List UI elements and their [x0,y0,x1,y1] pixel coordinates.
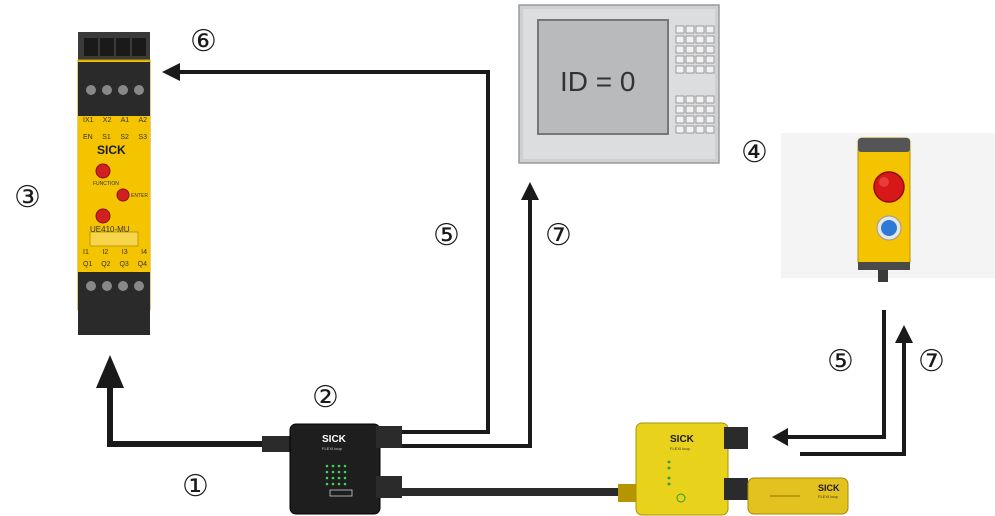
step-label-5-mid: ⑤ [433,218,460,253]
hmi-display-text: ID = 0 [560,66,636,97]
terminal-label: EN [83,134,93,141]
sensor-brand: SICK [818,483,840,493]
relay-enter-label: ENTER [131,193,148,199]
terminal-label: Q1 [83,261,93,268]
terminal-label: A1 [120,117,130,124]
arrowhead-step-6 [162,63,180,81]
arrowhead-step-7-right [895,325,913,343]
relay-model: UE410-MU [90,225,130,234]
relay-top-terminals: IX1 X2 A1 A2 [83,117,147,124]
terminal-label: A2 [138,117,147,124]
terminal-label: I2 [102,249,109,256]
terminal-label: I1 [83,249,89,256]
terminal-label: I3 [121,249,128,256]
terminal-label: S3 [138,134,147,141]
relay-brand-logo: SICK [97,143,126,157]
step-label-4: ④ [741,135,768,170]
terminal-label: Q2 [101,261,111,268]
step-label-7-right: ⑦ [918,344,945,379]
relay-bottom-terminals-row1: I1 I2 I3 I4 [83,249,147,256]
step-label-5-right: ⑤ [827,344,854,379]
arrowhead-step-5-right [772,428,788,446]
sensor-sub: FLEXI loop [818,494,838,499]
arrow-step-5-right [785,310,886,439]
flexi-yellow-brand: SICK [670,434,694,445]
terminal-label: Q4 [137,261,147,268]
flexi-black-brand: SICK [322,434,346,445]
terminal-label: Q3 [119,261,129,268]
step-label-1: ① [182,469,209,504]
arrow-step-6 [175,70,490,434]
terminal-label: I4 [141,249,147,256]
arrow-step-1 [107,385,300,447]
relay-bottom-terminals-row2: Q1 Q2 Q3 Q4 [83,261,147,268]
terminal-label: X2 [102,117,112,124]
arrowhead-step-7 [521,182,539,200]
terminal-label: S1 [102,134,111,141]
flexi-yellow-sub: FLEXI loop [670,446,690,451]
step-label-6: ⑥ [190,24,217,59]
step-label-3: ③ [14,180,41,215]
relay-top-terminals-row2: EN S1 S2 S3 [83,134,147,141]
relay-function-label: FUNCTION [93,181,119,187]
step-label-2: ② [312,380,339,415]
terminal-label: S2 [120,134,129,141]
terminal-label: IX1 [83,117,94,124]
arrow-step-7 [400,198,532,448]
flexi-black-sub: FLEXI loop [322,446,342,451]
arrow-step-7-right [800,340,906,456]
step-label-7-mid: ⑦ [545,218,572,253]
arrowhead-step-1 [96,355,124,388]
